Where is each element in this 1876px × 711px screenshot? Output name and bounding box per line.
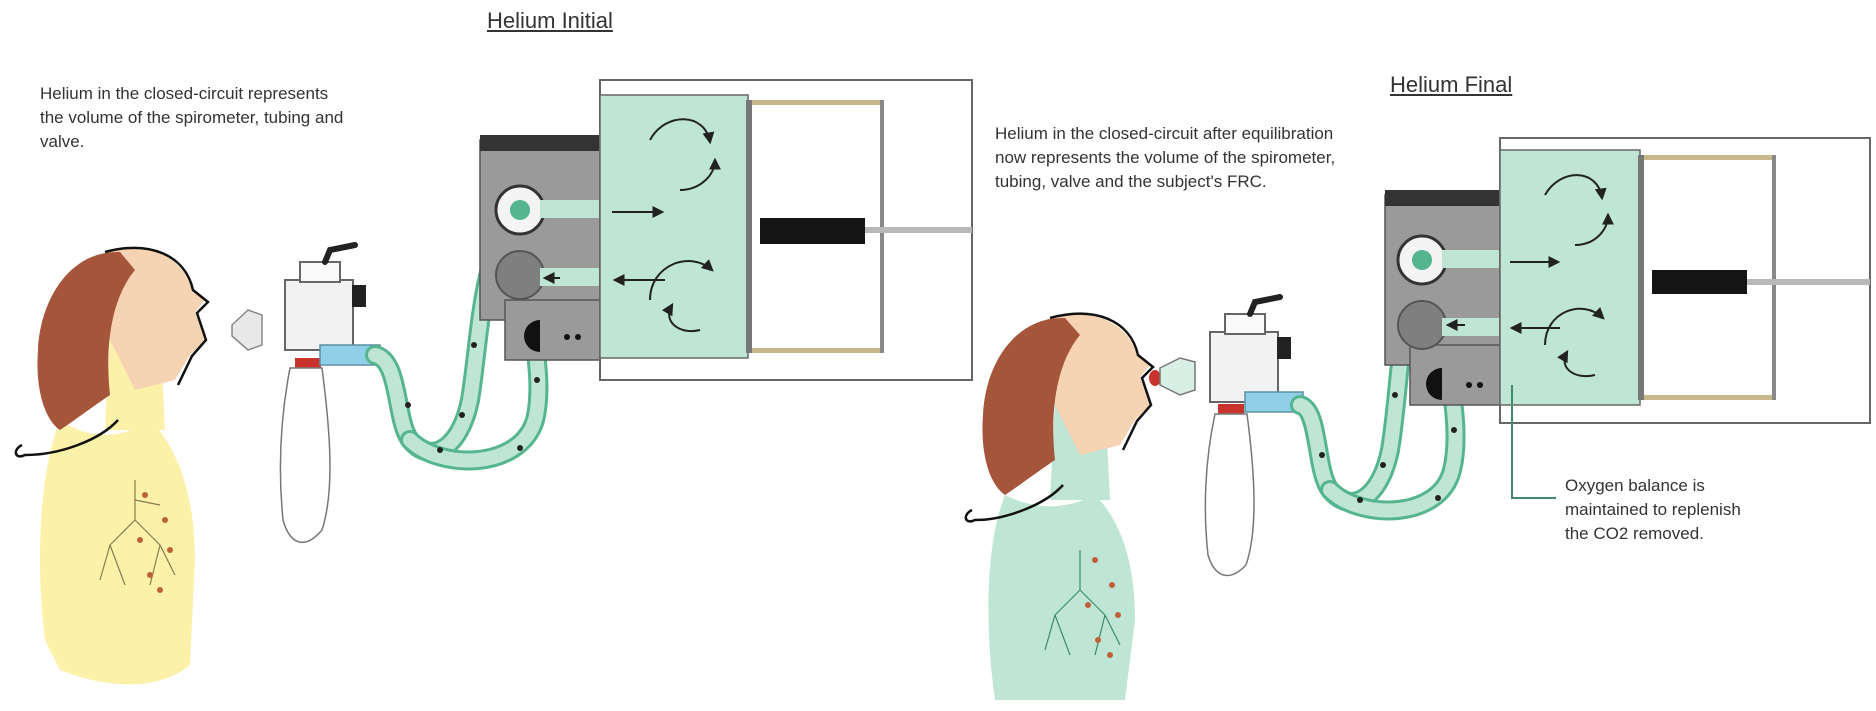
- mouthpiece-final: [1160, 358, 1195, 395]
- piston-final: [1652, 270, 1747, 294]
- breathing-bag-initial: [280, 368, 330, 542]
- helium-chamber-initial: [600, 95, 748, 358]
- bell-right-wall-initial: [880, 100, 884, 353]
- bell-divider-initial: [746, 100, 752, 353]
- inlet-port-core-initial: [510, 200, 530, 220]
- lungs-final: [988, 495, 1135, 700]
- valve-top-final: [1225, 314, 1265, 334]
- piston-initial: [760, 218, 865, 244]
- housing-top-bar-initial: [480, 135, 600, 151]
- valve-handle-initial: [325, 245, 355, 262]
- valve-knob-initial: [352, 285, 366, 307]
- piston-rod-final: [1747, 279, 1870, 285]
- panel-helium-final: [966, 138, 1870, 700]
- helium-chamber-final: [1500, 150, 1640, 405]
- outlet-port-final: [1398, 301, 1446, 349]
- housing-lower-initial: [505, 300, 600, 360]
- spirometer-initial: [480, 80, 972, 380]
- valve-red-band-initial: [295, 358, 321, 368]
- valve-body-initial: [285, 280, 353, 350]
- port-channel-bottom-final: [1442, 318, 1500, 336]
- panel-helium-initial: [16, 80, 972, 684]
- mouthpiece-valve-initial: [232, 245, 380, 542]
- bell-rim-top-final: [1644, 155, 1774, 160]
- bell-right-wall-final: [1772, 155, 1776, 400]
- valve-handle-final: [1250, 297, 1280, 314]
- subject-figure-initial: [16, 247, 208, 684]
- mouth-contact-final: [1149, 370, 1161, 386]
- housing-initial: [480, 140, 600, 320]
- bell-rim-bottom-initial: [752, 348, 882, 353]
- bell-rim-bottom-final: [1644, 395, 1774, 400]
- valve-red-band-final: [1218, 404, 1244, 414]
- valve-top-initial: [300, 262, 340, 282]
- inlet-port-core-final: [1412, 250, 1432, 270]
- housing-lower-final: [1410, 345, 1500, 405]
- housing-top-bar-final: [1385, 190, 1500, 206]
- breathing-bag-final: [1205, 414, 1254, 575]
- subject-figure-final: [966, 314, 1161, 700]
- bell-rim-top-initial: [752, 100, 882, 105]
- port-channel-top-initial: [540, 200, 600, 218]
- mouthpiece-valve-final: [1160, 297, 1303, 575]
- outlet-port-initial: [496, 251, 544, 299]
- piston-rod-initial: [865, 227, 972, 233]
- bell-divider-final: [1638, 155, 1644, 400]
- mouthpiece-initial: [232, 310, 262, 350]
- port-channel-top-final: [1442, 250, 1500, 268]
- valve-knob-final: [1277, 337, 1291, 359]
